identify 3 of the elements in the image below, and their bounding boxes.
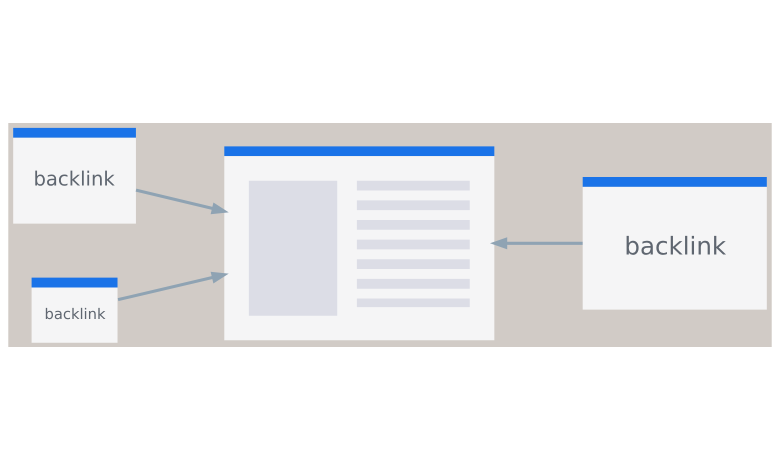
arrow: [136, 188, 229, 214]
arrow: [490, 237, 583, 250]
arrow: [118, 272, 229, 302]
